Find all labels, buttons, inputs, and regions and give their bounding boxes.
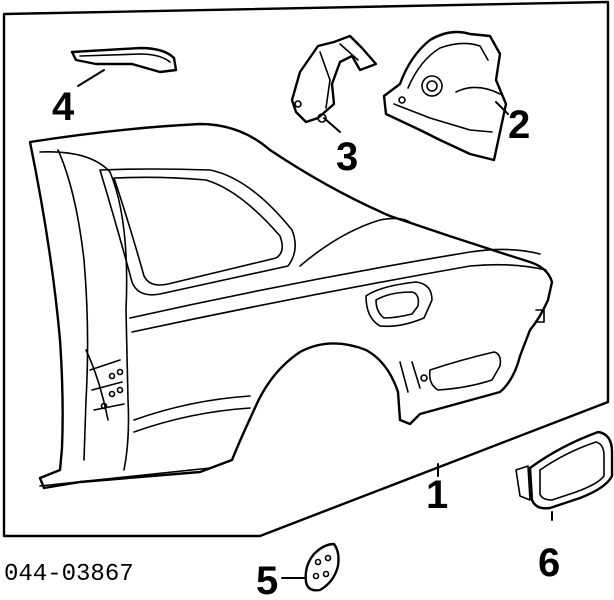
plate-part-5: [304, 542, 340, 592]
leader-lines: [77, 69, 553, 579]
diagram-frame: [2, 0, 610, 538]
callout-4: 4: [52, 85, 75, 129]
wheelhouse-panel-part-2: [382, 30, 508, 162]
callout-2: 2: [508, 103, 530, 147]
rail-strip-part-4: [70, 46, 178, 74]
callout-5: 5: [256, 559, 278, 600]
bracket-part-3: [290, 34, 378, 124]
fuel-door-part-6: [515, 430, 614, 510]
quarter-panel-part-1: [28, 122, 554, 490]
callout-6: 6: [538, 541, 560, 585]
callout-3: 3: [336, 135, 358, 179]
callout-1: 1: [426, 473, 448, 517]
diagram-code: 044-03867: [4, 561, 134, 588]
